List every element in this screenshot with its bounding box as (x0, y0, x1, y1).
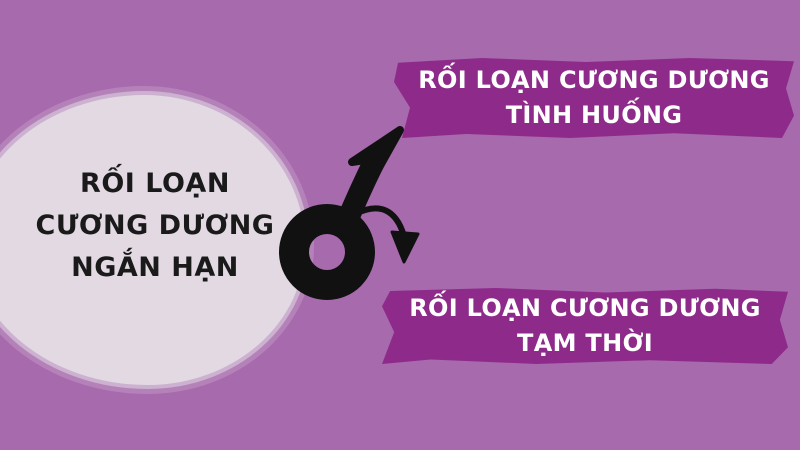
central-label-line-2: CƯƠNG DƯƠNG (35, 210, 275, 241)
symbol-arrow-down (352, 205, 420, 264)
central-blob (0, 95, 305, 385)
central-label-line-3: NGẮN HẠN (71, 252, 239, 283)
symbol-ring (279, 204, 375, 300)
central-label-line-1: RỐI LOẠN (80, 168, 230, 199)
branch-2-line-1: RỐI LOẠN CƯƠNG DƯƠNG (409, 294, 761, 322)
branch-1-line-1: RỐI LOẠN CƯƠNG DƯƠNG (418, 66, 770, 94)
symbol-arrow-up (334, 126, 404, 237)
branch-1-line-2: TÌNH HUỐNG (505, 101, 683, 129)
branch-banner-1: RỐI LOẠN CƯƠNG DƯƠNG TÌNH HUỐNG (394, 58, 794, 138)
central-label: RỐI LOẠN CƯƠNG DƯƠNG NGẮN HẠN (20, 163, 290, 289)
branch-banner-2: RỐI LOẠN CƯƠNG DƯƠNG TẠM THỜI (382, 288, 788, 364)
branch-2-line-2: TẠM THỜI (517, 329, 653, 357)
